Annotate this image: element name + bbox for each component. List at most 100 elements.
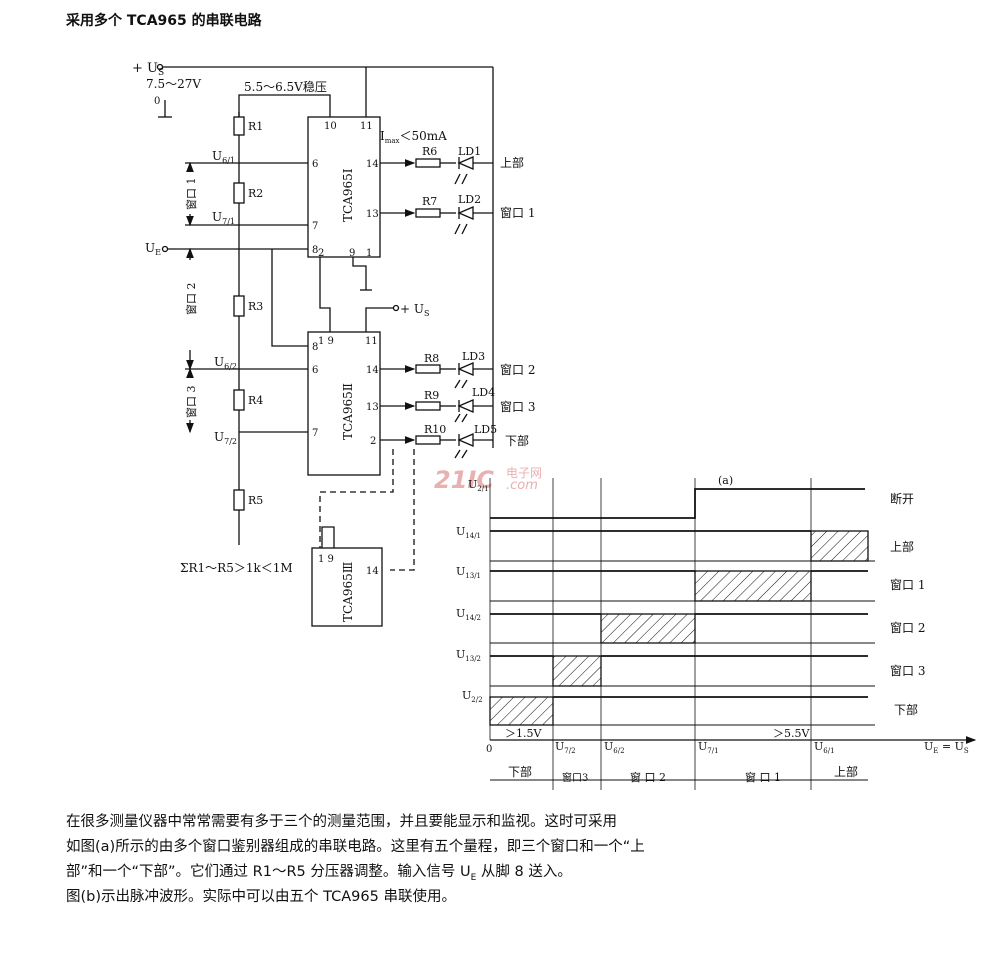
timing-row-u2-2 <box>489 696 875 726</box>
ic1-label: TCA965Ⅰ <box>341 168 355 222</box>
ic2-label: TCA965Ⅱ <box>341 383 355 440</box>
low-threshold: ＞1.5V <box>505 727 542 740</box>
resistor-r8 <box>415 364 441 374</box>
r2-label: R2 <box>248 187 263 200</box>
ic2-pin8: 8 <box>312 342 318 353</box>
page-title: 采用多个 TCA965 的串联电路 <box>66 13 262 29</box>
ic1-pin14: 14 <box>366 159 379 170</box>
zone-bottom: 下部 <box>508 764 532 779</box>
r8-label: R8 <box>424 352 439 365</box>
window2-label: 窗口 2 <box>184 283 198 316</box>
regulator-label: 5.5～6.5V稳压 <box>244 79 327 94</box>
ic3-pin1-9: 1 9 <box>318 554 334 565</box>
us2-label: + US <box>400 302 429 318</box>
r9-label: R9 <box>424 389 439 402</box>
output-window1: 窗口 1 <box>500 206 535 220</box>
figure-label-a: (a) <box>718 474 733 487</box>
resistor-r5 <box>233 489 245 511</box>
ic2-supply-terminal <box>392 304 400 312</box>
sig-u132: U13/2 <box>456 648 481 663</box>
output-top: 上部 <box>500 155 524 170</box>
row-label-off: 断开 <box>890 491 914 506</box>
sig-u141: U14/1 <box>456 525 481 540</box>
watermark-cn: 电子网 <box>506 466 543 480</box>
u71-label: U7/1 <box>212 210 235 226</box>
row-label-window1: 窗口 1 <box>890 578 925 592</box>
ic1-pin13: 13 <box>366 209 379 220</box>
resistor-r3 <box>233 295 245 317</box>
resistor-r1 <box>233 116 245 136</box>
ic2-pin2: 2 <box>370 436 376 447</box>
ic1-pin10: 10 <box>324 121 337 132</box>
timing-row-u14-2 <box>490 613 875 644</box>
ic1-pin7: 7 <box>312 221 318 232</box>
resistor-r2 <box>233 182 245 204</box>
r4-label: R4 <box>248 394 263 407</box>
zone-top: 上部 <box>834 764 858 779</box>
ic2-pin11: 11 <box>365 336 378 347</box>
row-label-bottom: 下部 <box>894 702 918 717</box>
regulator-line <box>238 94 331 117</box>
ic-tca965-1 <box>307 116 381 258</box>
ic2-pin7: 7 <box>312 428 318 439</box>
ic3-dashed-wiring <box>319 449 415 575</box>
r1-label: R1 <box>248 120 263 133</box>
resistor-r6 <box>415 158 441 168</box>
ic3-label: TCA965Ⅲ <box>341 562 355 622</box>
body-line-3: 部”和一个“下部”。它们通过 R1～R5 分压器调整。输入信号 UE 从脚 8 … <box>66 864 572 883</box>
row-label-top: 上部 <box>890 539 914 554</box>
sig-u21: U2/1 <box>468 478 489 493</box>
output-bottom: 下部 <box>505 433 529 448</box>
r5-label: R5 <box>248 494 263 507</box>
timing-row-u13-1 <box>490 570 875 602</box>
ue-input-terminal <box>161 245 169 253</box>
u62-label: U6/2 <box>214 355 237 371</box>
watermark-logo: 21IC <box>434 466 494 494</box>
window1-label: 窗口 1 <box>184 178 198 211</box>
resistor-r10 <box>415 435 441 445</box>
supply-label: + US <box>132 61 164 78</box>
zone-window2: 窗 口 2 <box>630 770 666 784</box>
axis-u62: U6/2 <box>604 740 625 755</box>
ld1-label: LD1 <box>458 145 481 158</box>
ic-tca965-3 <box>311 547 383 627</box>
ic1-bottom-wiring <box>271 249 372 347</box>
ic1-pin8: 8 <box>312 245 318 256</box>
ic2-supply-wire <box>365 307 393 332</box>
u61-label: U6/1 <box>212 149 235 165</box>
ue-label: UE <box>145 241 161 257</box>
supply-range: 7.5～27V <box>146 77 201 91</box>
ic1-pin11: 11 <box>360 121 373 132</box>
ground-label: 0 <box>154 96 160 107</box>
supply-rail <box>156 63 494 448</box>
body-line-2: 如图(a)所示的由多个窗口鉴别器组成的串联电路。这里有五个量程，即三个窗口和一个… <box>66 839 645 855</box>
axis-u61: U6/1 <box>814 740 835 755</box>
timing-row-off <box>490 488 865 519</box>
r6-label: R6 <box>422 145 437 158</box>
r7-label: R7 <box>422 195 437 208</box>
ic1-pin1: 1 <box>366 248 372 259</box>
led-ld4 <box>454 399 474 423</box>
window3-label: 窗口 3 <box>184 386 198 419</box>
imax-label: Imax＜50mA <box>380 129 447 145</box>
led-rows <box>380 159 493 444</box>
u72-label: U7/2 <box>214 430 237 446</box>
led-ld3 <box>454 362 474 389</box>
sum-note: ΣR1～R5＞1k＜1M <box>180 561 293 575</box>
sig-u142: U14/2 <box>456 607 481 622</box>
r10-label: R10 <box>424 423 446 436</box>
axis-zero: 0 <box>486 744 492 755</box>
row-label-window2: 窗口 2 <box>890 621 925 635</box>
output-window3: 窗口 3 <box>500 400 535 414</box>
resistor-r4 <box>233 389 245 411</box>
sig-u22: U2/2 <box>462 689 483 704</box>
zone-window1: 窗 口 1 <box>745 770 781 784</box>
ic2-pin6: 6 <box>312 365 318 376</box>
sig-u131: U13/1 <box>456 565 481 580</box>
timing-row-u13-2 <box>490 655 875 687</box>
ic3-pin14: 14 <box>366 566 379 577</box>
ld5-label: LD5 <box>474 423 497 436</box>
led-ld1 <box>454 156 474 185</box>
ic1-pin9: 9 <box>349 248 355 259</box>
ic2-pin13: 13 <box>366 402 379 413</box>
